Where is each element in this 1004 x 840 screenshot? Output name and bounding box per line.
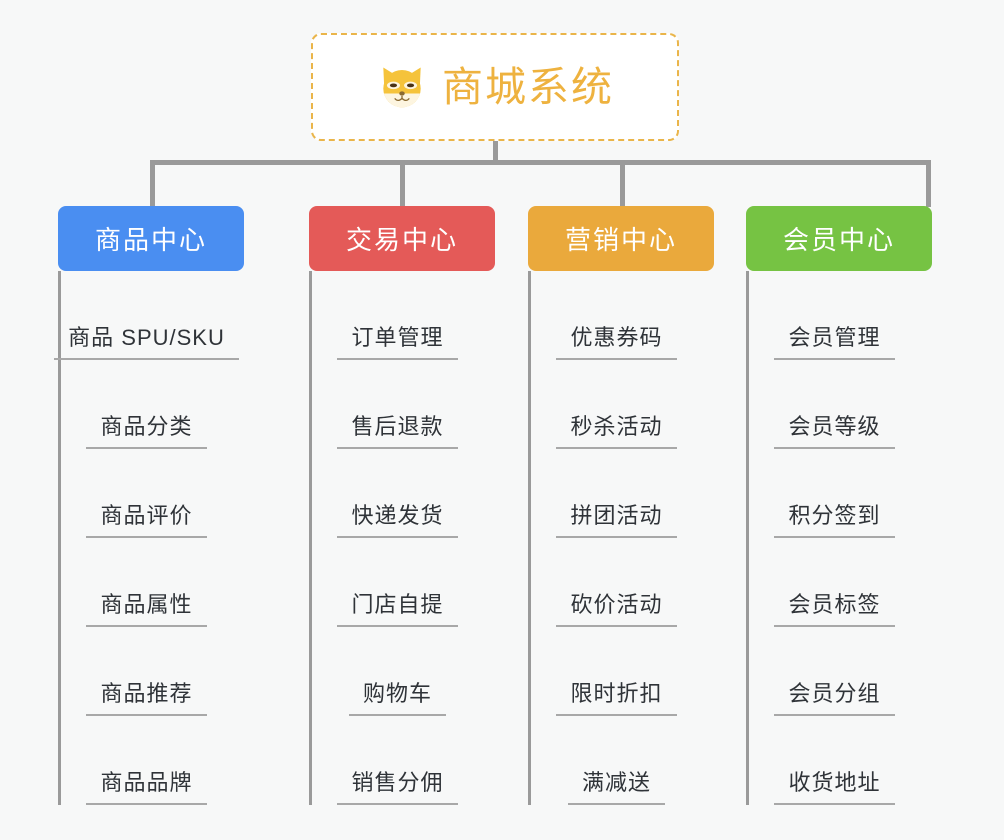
column-member-center: 会员中心会员管理会员等级积分签到会员标签会员分组收货地址 bbox=[746, 206, 932, 805]
list-item[interactable]: 秒杀活动 bbox=[531, 360, 714, 449]
category-box-trade-center[interactable]: 交易中心 bbox=[309, 206, 495, 271]
list-item[interactable]: 销售分佣 bbox=[312, 716, 495, 805]
list-item[interactable]: 售后退款 bbox=[312, 360, 495, 449]
leaf-label: 商品 SPU/SKU bbox=[54, 320, 239, 360]
leaf-label: 门店自提 bbox=[337, 587, 458, 627]
leaf-label: 满减送 bbox=[567, 765, 665, 805]
leaf-label: 积分签到 bbox=[774, 498, 895, 538]
leaf-label: 会员等级 bbox=[774, 409, 895, 449]
root-node-content: 商城系统 bbox=[376, 61, 614, 113]
list-item[interactable]: 拼团活动 bbox=[531, 449, 714, 538]
leaf-label: 快递发货 bbox=[337, 498, 458, 538]
leaf-label: 会员分组 bbox=[774, 676, 895, 716]
leaf-list-marketing-center: 优惠券码秒杀活动拼团活动砍价活动限时折扣满减送 bbox=[528, 271, 714, 805]
leaf-label: 售后退款 bbox=[337, 409, 458, 449]
leaf-label: 商品属性 bbox=[86, 587, 207, 627]
category-box-marketing-center[interactable]: 营销中心 bbox=[528, 206, 714, 271]
leaf-label: 秒杀活动 bbox=[556, 409, 677, 449]
leaf-label: 会员标签 bbox=[774, 587, 895, 627]
list-item[interactable]: 商品属性 bbox=[61, 538, 244, 627]
list-item[interactable]: 购物车 bbox=[312, 627, 495, 716]
column-marketing-center: 营销中心优惠券码秒杀活动拼团活动砍价活动限时折扣满减送 bbox=[528, 206, 714, 805]
list-item[interactable]: 会员等级 bbox=[749, 360, 932, 449]
root-node-title: 商城系统 bbox=[442, 63, 614, 110]
connector-drop-1 bbox=[150, 160, 155, 207]
list-item[interactable]: 收货地址 bbox=[749, 716, 932, 805]
connector-drop-3 bbox=[620, 160, 625, 207]
list-item[interactable]: 优惠券码 bbox=[531, 271, 714, 360]
list-item[interactable]: 商品评价 bbox=[61, 449, 244, 538]
leaf-label: 销售分佣 bbox=[337, 765, 458, 805]
column-product-center: 商品中心商品 SPU/SKU 商品分类商品评价商品属性商品推荐商品品牌 bbox=[54, 206, 244, 805]
list-item[interactable]: 会员管理 bbox=[749, 271, 932, 360]
shiba-inu-icon bbox=[376, 61, 428, 113]
list-item[interactable]: 商品推荐 bbox=[61, 627, 244, 716]
category-box-product-center[interactable]: 商品中心 bbox=[58, 206, 244, 271]
list-item[interactable]: 订单管理 bbox=[312, 271, 495, 360]
list-item[interactable]: 会员分组 bbox=[749, 627, 932, 716]
list-item[interactable]: 限时折扣 bbox=[531, 627, 714, 716]
leaf-list-product-center: 商品 SPU/SKU 商品分类商品评价商品属性商品推荐商品品牌 bbox=[54, 271, 244, 805]
connector-stem bbox=[493, 141, 498, 163]
leaf-list-trade-center: 订单管理售后退款快递发货门店自提购物车销售分佣 bbox=[309, 271, 495, 805]
connector-drop-2 bbox=[400, 160, 405, 207]
list-item[interactable]: 商品 SPU/SKU bbox=[54, 271, 244, 360]
list-item[interactable]: 商品品牌 bbox=[61, 716, 244, 805]
leaf-label: 会员管理 bbox=[774, 320, 895, 360]
leaf-label: 优惠券码 bbox=[556, 320, 677, 360]
leaf-label: 收货地址 bbox=[774, 765, 895, 805]
leaf-label: 购物车 bbox=[348, 676, 446, 716]
list-item[interactable]: 快递发货 bbox=[312, 449, 495, 538]
leaf-label: 商品推荐 bbox=[86, 676, 207, 716]
category-box-member-center[interactable]: 会员中心 bbox=[746, 206, 932, 271]
list-item[interactable]: 会员标签 bbox=[749, 538, 932, 627]
connector-bus bbox=[150, 160, 931, 165]
list-item[interactable]: 满减送 bbox=[531, 716, 714, 805]
root-node[interactable]: 商城系统 bbox=[311, 33, 679, 141]
column-trade-center: 交易中心订单管理售后退款快递发货门店自提购物车销售分佣 bbox=[309, 206, 495, 805]
leaf-label: 商品分类 bbox=[86, 409, 207, 449]
leaf-label: 拼团活动 bbox=[556, 498, 677, 538]
list-item[interactable]: 积分签到 bbox=[749, 449, 932, 538]
list-item[interactable]: 门店自提 bbox=[312, 538, 495, 627]
leaf-label: 订单管理 bbox=[337, 320, 458, 360]
list-item[interactable]: 砍价活动 bbox=[531, 538, 714, 627]
leaf-list-member-center: 会员管理会员等级积分签到会员标签会员分组收货地址 bbox=[746, 271, 932, 805]
connector-drop-4 bbox=[926, 160, 931, 207]
leaf-label: 商品评价 bbox=[86, 498, 207, 538]
leaf-label: 砍价活动 bbox=[556, 587, 677, 627]
list-item[interactable]: 商品分类 bbox=[61, 360, 244, 449]
leaf-label: 限时折扣 bbox=[556, 676, 677, 716]
leaf-label: 商品品牌 bbox=[86, 765, 207, 805]
